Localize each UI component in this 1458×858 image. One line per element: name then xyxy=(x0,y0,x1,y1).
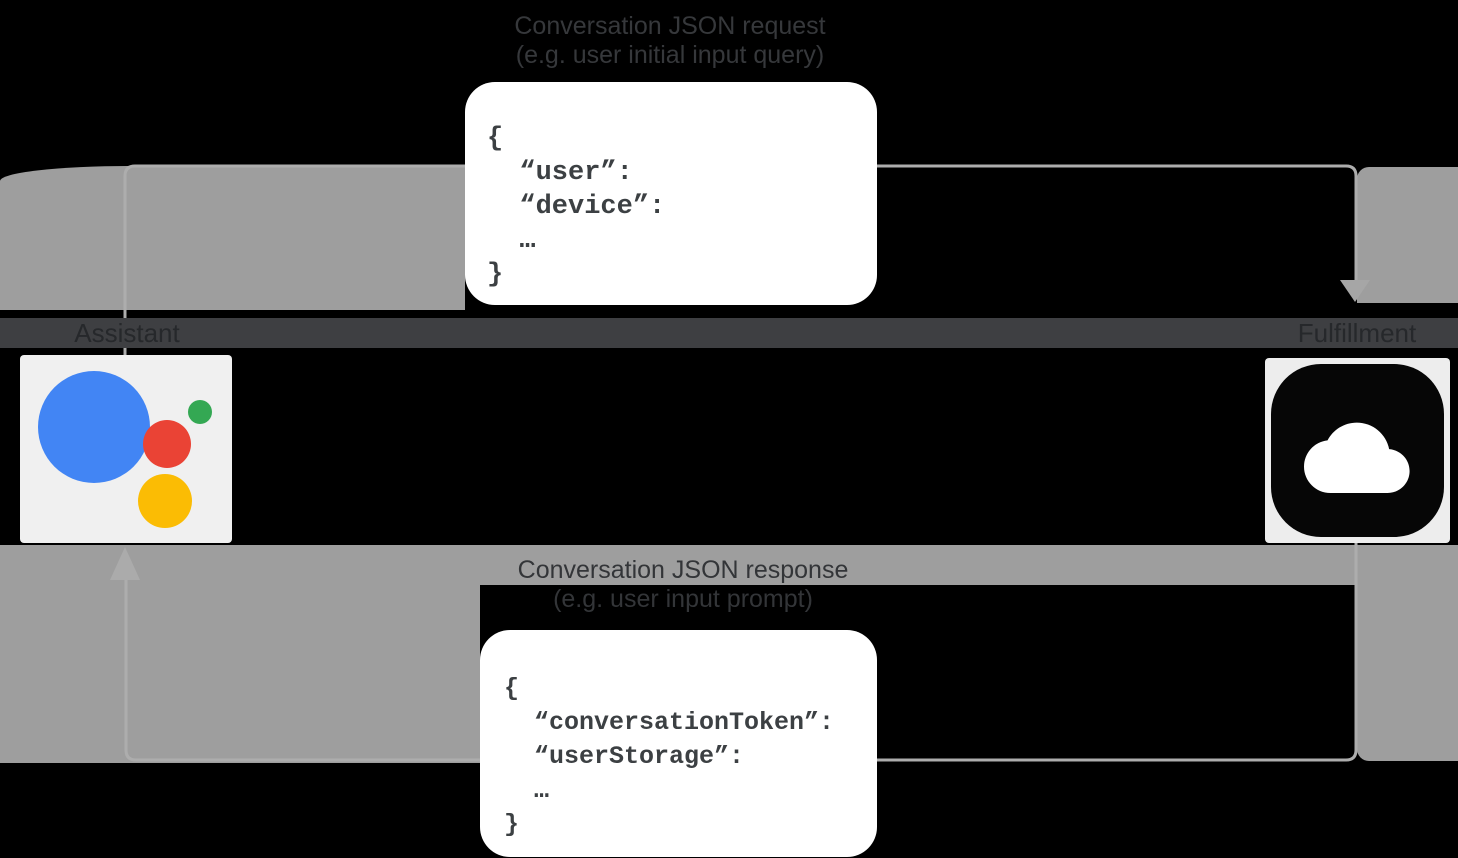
fulfillment-label: Fulfillment xyxy=(1297,318,1417,348)
response-json-box: { “conversationToken”: “userStorage”: … … xyxy=(480,630,877,857)
response-title-line1: Conversation JSON response xyxy=(517,556,849,584)
node-label-band xyxy=(0,318,1458,348)
response-arrow-lane-strip xyxy=(0,545,1458,585)
request-json-box: { “user”: “device”: … } xyxy=(465,82,877,305)
request-arrow-lane-left xyxy=(0,166,465,310)
response-title-line2: (e.g. user input prompt) xyxy=(553,585,813,613)
request-title-line2: (e.g. user initial input query) xyxy=(515,41,825,69)
request-title-line1: Conversation JSON request xyxy=(514,12,826,40)
request-arrow-lane-right xyxy=(1357,167,1458,303)
response-arrowhead-icon xyxy=(110,547,140,580)
assistant-node xyxy=(20,355,232,543)
google-assistant-logo-icon xyxy=(38,371,212,528)
response-json-code: { “conversationToken”: “userStorage”: … … xyxy=(504,674,835,839)
response-title: Conversation JSON response (e.g. user in… xyxy=(353,556,1013,614)
request-json-code: { “user”: “device”: … } xyxy=(487,124,666,290)
request-arrowhead-icon xyxy=(1340,280,1370,302)
cloud-icon xyxy=(1271,364,1444,537)
response-arrow-lane-left xyxy=(0,583,480,763)
request-title: Conversation JSON request (e.g. user ini… xyxy=(340,12,1000,70)
assistant-label: Assistant xyxy=(74,318,180,348)
response-arrow-lane-right xyxy=(1357,583,1458,761)
fulfillment-node xyxy=(1265,358,1450,543)
